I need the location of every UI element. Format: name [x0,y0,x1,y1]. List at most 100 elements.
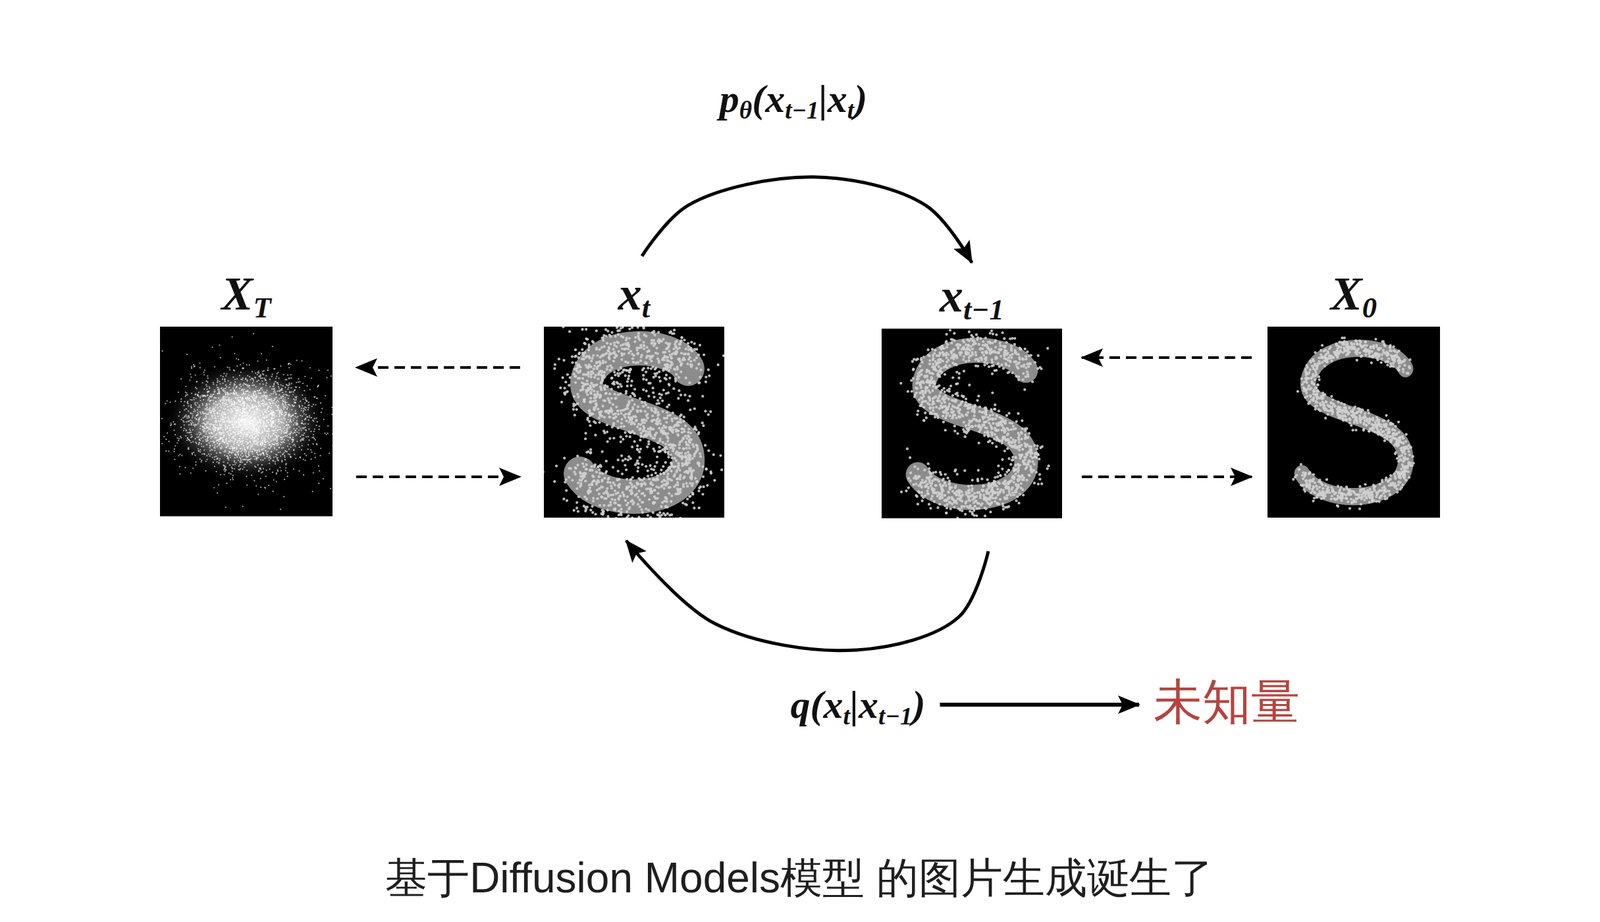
noise-dot [230,452,232,454]
noise-dot [271,418,273,420]
noise-dot [189,419,191,421]
noise-dot [180,436,182,438]
noise-dot [225,399,228,401]
noise-dot [196,380,198,382]
noise-dot [281,459,283,461]
noise-dot [288,448,290,450]
noise-dot [194,410,196,412]
noise-dot [295,433,297,436]
noise-dot [257,415,259,417]
noise-dot [213,389,216,391]
noise-dot [246,424,249,427]
noise-dot [260,352,263,355]
noise-dot [202,436,204,438]
noise-dot [246,385,249,388]
noise-dot [239,364,241,366]
noise-dot [268,468,270,470]
leader-arrow [940,702,1140,707]
noise-dot [226,406,228,408]
noise-dot [309,388,311,390]
noise-dot [263,443,265,446]
noise-dot [186,415,188,417]
noise-dot [264,457,266,459]
noise-dot [213,447,216,449]
noise-dot [256,450,259,452]
noise-dot [302,427,305,430]
noise-dot [194,397,197,400]
noise-dot [245,450,247,452]
noise-dot [318,465,320,467]
noise-dot [288,416,290,418]
noise-dot [252,381,254,384]
noise-dot [277,426,280,428]
noise-dot [278,411,280,413]
noise-dot [256,451,258,454]
noise-dot [292,419,294,421]
noise-dot [204,470,207,472]
noise-dot [200,437,202,440]
noise-dot [269,402,272,405]
noise-dot [219,409,222,411]
noise-dot [258,426,260,428]
noise-dot [191,420,193,423]
noise-dot [256,431,259,434]
noise-dot [301,404,303,407]
noise-dot [221,401,224,403]
noise-dot [225,385,228,388]
noise-dot [284,399,286,401]
noise-dot [212,408,214,410]
noise-dot [320,411,322,413]
noise-dot [239,374,241,376]
noise-dot [261,448,263,450]
noise-dot [287,436,289,438]
noise-dot [225,437,228,440]
noise-dot [256,411,258,413]
noise-dot [304,402,306,404]
noise-dot [265,411,267,413]
noise-dot [179,453,181,455]
noise-dot [270,393,272,395]
noise-dot [283,408,285,410]
noise-dot [219,447,222,450]
noise-dot [283,432,286,434]
noise-dot [284,402,286,404]
noise-dot [240,454,242,456]
noise-dot [301,394,303,396]
noise-dot [285,391,287,393]
noise-dot [267,450,269,452]
noise-dot [281,438,284,440]
noise-dot [240,424,243,427]
noise-dot [186,417,188,419]
noise-dot [246,383,249,386]
noise-dot [300,429,302,431]
noise-dot [282,431,284,433]
noise-dot [176,437,178,439]
noise-dot [212,417,214,419]
noise-dot [223,432,225,434]
noise-dot [239,437,241,440]
noise-dot [260,377,262,379]
noise-dot [242,433,244,436]
noise-dot [297,377,299,380]
noise-dot [225,446,227,448]
noise-dot [271,471,274,473]
noise-dot [238,437,240,440]
noise-dot [202,440,204,442]
noise-dot [265,397,267,400]
noise-dot [303,408,305,410]
noise-dot [267,435,270,437]
noise-dot [253,404,255,406]
noise-dot [276,444,278,446]
noise-dot [191,452,193,454]
noise-dot [235,357,238,359]
noise-dot [237,428,239,430]
noise-dot [233,393,235,395]
noise-dot [216,442,218,444]
noise-dot [298,404,300,407]
noise-dot [291,438,293,440]
noise-dot [272,422,274,424]
noise-dot [206,417,208,419]
noise-dot [253,441,255,443]
noise-dot [254,432,257,434]
noise-dot [223,451,225,453]
